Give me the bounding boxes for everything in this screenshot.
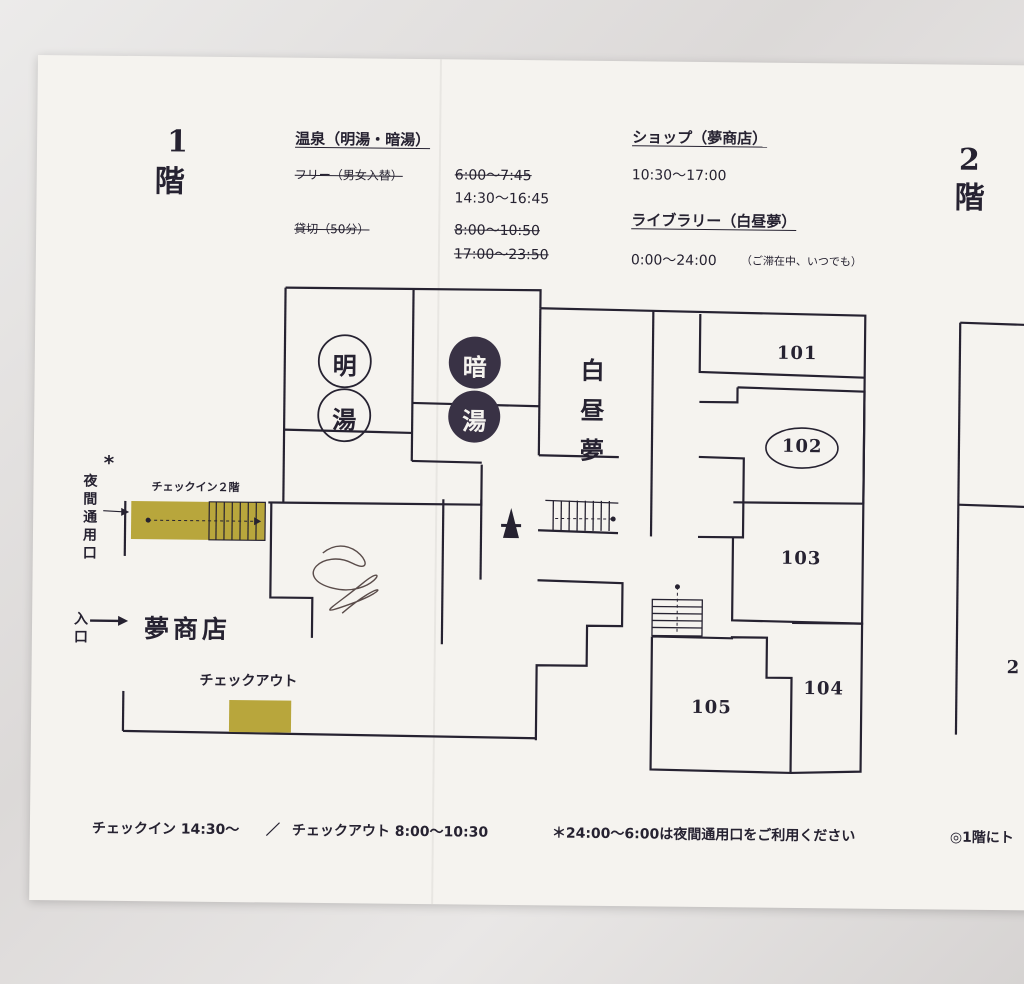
bath-a-circle-2 (317, 388, 372, 443)
night-entrance-5: 口 (82, 545, 97, 562)
room-101-wall (698, 313, 865, 379)
bath-corridor-wall (411, 459, 482, 464)
library-left-wall (537, 308, 542, 456)
room-102-step (699, 387, 739, 404)
room-101[interactable]: 101 (776, 342, 818, 365)
night-entrance-wall (123, 500, 127, 556)
lower-center-wall (534, 579, 624, 741)
bath-left-wall (282, 287, 287, 503)
checkin-stair-arrow (148, 519, 259, 522)
room-102-wall (737, 386, 866, 504)
bath-b-circle-1 (448, 336, 501, 389)
floor-plan (90, 286, 1024, 775)
bath-a-circle-1 (317, 334, 372, 389)
footer-separator: ／ (265, 822, 280, 839)
checkout-gold (228, 700, 292, 733)
checkin-stair-label: チェックイン２階 (151, 480, 240, 495)
central-stair (545, 499, 619, 532)
bath-b-label-2: 湯 (462, 406, 487, 436)
center-wall (440, 499, 445, 645)
shop-room-wall (269, 502, 314, 638)
south-wall (122, 729, 536, 740)
footer-night-note: ＊24:00～6:00は夜間通用口をご利用ください (551, 825, 856, 845)
entrance-2: 口 (73, 629, 88, 646)
checkout-label: チェックアウト (199, 672, 298, 690)
room-104[interactable]: 104 (803, 678, 845, 700)
stair-bottom-wall (538, 529, 619, 535)
tower-icon (501, 507, 522, 539)
shop-name[interactable]: 夢商店 (143, 614, 232, 645)
floor2-outline-top (960, 321, 1024, 327)
room-102-mark (765, 427, 839, 469)
center-wall-2 (479, 499, 483, 580)
room-105-wall (649, 635, 793, 775)
library-label-2: 昼 (580, 395, 605, 425)
bath-b-label-1: 暗 (462, 352, 487, 382)
bath-divider-wall (410, 288, 415, 461)
decorative-scribble (312, 545, 379, 614)
room-104-wall (790, 621, 864, 775)
floor-map-sheet: 1 階 2 階 温泉（明湯・暗湯） フリー（男女入替） 6:00～7:45 14… (29, 55, 1024, 911)
bath-a-partition (284, 428, 413, 435)
footer-checkout: チェックアウト 8:00～10:30 (291, 822, 489, 841)
floor2-outline-left (954, 322, 962, 735)
library-label-1: 白 (580, 355, 605, 385)
bath-top-wall (285, 286, 542, 309)
bath-a-label-1: 明 (332, 351, 357, 381)
closet-wall (697, 455, 745, 539)
entry-top-wall (268, 464, 483, 506)
library-right-wall (649, 310, 655, 537)
stair-top-wall (538, 454, 619, 459)
library-label-3: 夢 (579, 435, 605, 465)
bath-b-circle-2 (448, 390, 501, 443)
floor2-outline-mid (958, 503, 1024, 509)
room-105[interactable]: 105 (691, 696, 732, 719)
room-2-partial: 2 (1006, 657, 1021, 679)
room-103[interactable]: 103 (780, 547, 822, 570)
checkin-stair-gold (130, 501, 210, 540)
footer-extra-note: ◎1階にト (949, 829, 1014, 847)
footer-checkin: チェックイン 14:30～ (91, 820, 240, 839)
night-entrance-star: * (103, 450, 115, 475)
bath-a-label-2: 湯 (332, 405, 357, 435)
room-102[interactable]: 102 (781, 435, 823, 458)
